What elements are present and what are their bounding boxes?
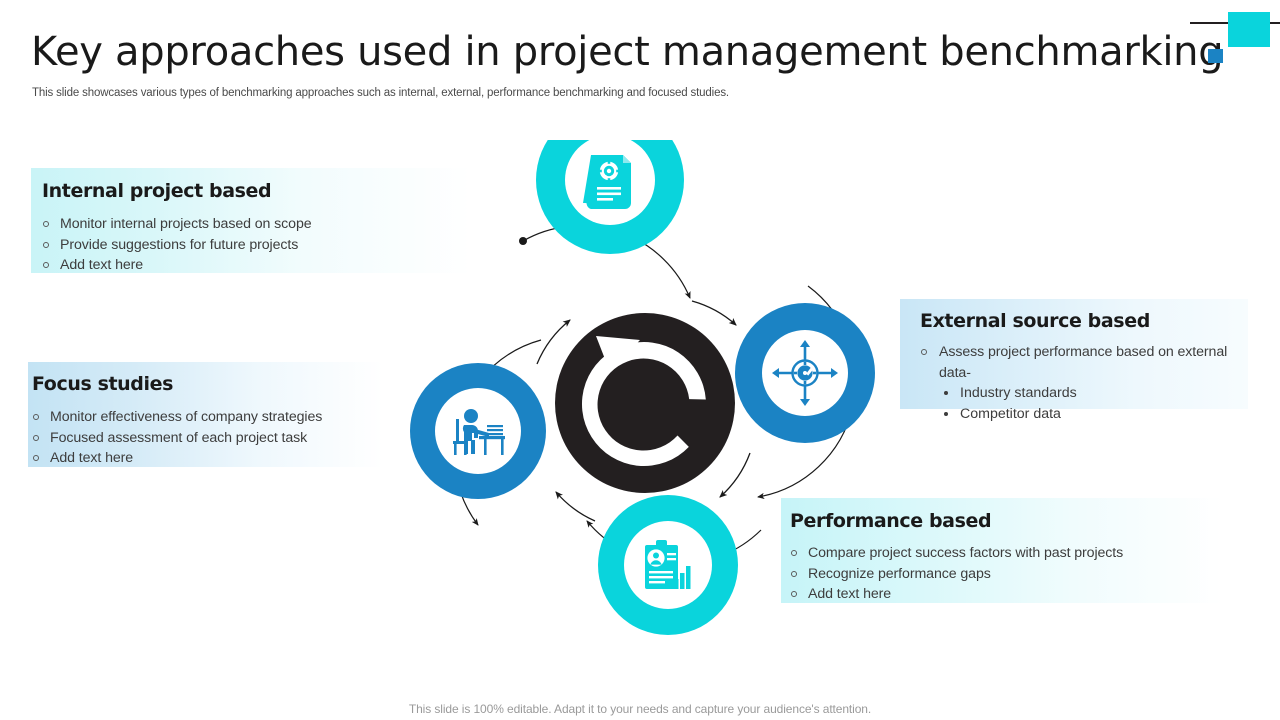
- list-item-label: Provide suggestions for future projects: [60, 236, 299, 253]
- list-item-label: Add text here: [808, 586, 892, 602]
- solid-bullet-icon: [944, 391, 948, 395]
- panel-internal-title: Internal project based: [42, 180, 272, 202]
- hollow-bullet-icon: [921, 349, 927, 355]
- person-desk-icon: [453, 409, 505, 455]
- blue-square-decoration: [1208, 49, 1223, 63]
- document-gear-icon: [583, 155, 631, 210]
- refresh-cycle-icon: [582, 336, 706, 467]
- panel-external-source-based: External source based Assess project per…: [900, 299, 1248, 422]
- sub-list-item: Competitor data: [940, 404, 1248, 425]
- list-item-label: Compare project success factors with pas…: [808, 545, 1124, 561]
- benchmarking-cycle-diagram: [380, 106, 910, 670]
- panel-performance-title: Performance based: [790, 510, 992, 532]
- page-subtitle: This slide showcases various types of be…: [32, 87, 729, 99]
- panel-focus-title: Focus studies: [32, 373, 174, 395]
- page-title: Key approaches used in project managemen…: [31, 29, 1224, 75]
- hollow-bullet-icon: [33, 434, 39, 441]
- hollow-bullet-icon: [791, 591, 797, 597]
- center-hub-circle: [555, 313, 735, 493]
- list-item: Provide suggestions for future projects: [42, 235, 471, 256]
- hollow-bullet-icon: [791, 570, 797, 577]
- target-expand-icon: [772, 340, 838, 406]
- list-item: Recognize performance gaps: [790, 564, 1223, 585]
- panel-performance-list: Compare project success factors with pas…: [790, 543, 1223, 605]
- clipboard-report-icon: [645, 540, 691, 589]
- diagram-node-left: [410, 363, 546, 499]
- list-item: Add text here: [790, 584, 1223, 605]
- inner-arrow-group: [536, 300, 751, 522]
- list-item-label: Assess project performance based on exte…: [939, 344, 1228, 381]
- diagram-center-hub: [555, 313, 735, 493]
- sub-list-item-label: Industry standards: [960, 385, 1077, 401]
- panel-external-title: External source based: [920, 310, 1150, 332]
- panel-external-sublist: Industry standards Competitor data: [940, 383, 1248, 424]
- list-item: Monitor effectiveness of company strateg…: [32, 407, 383, 428]
- hollow-bullet-icon: [791, 550, 797, 556]
- hollow-bullet-icon: [43, 262, 49, 268]
- panel-internal-project-based: Internal project based Monitor internal …: [31, 168, 471, 273]
- panel-performance-based: Performance based Compare project succes…: [781, 498, 1223, 603]
- diagram-node-top: [536, 106, 684, 254]
- panel-focus-studies: Focus studies Monitor effectiveness of c…: [28, 362, 383, 467]
- hollow-bullet-icon: [43, 241, 49, 248]
- sub-list-item-label: Competitor data: [960, 405, 1061, 422]
- list-item-label: Add text here: [50, 450, 134, 466]
- sub-list-item: Industry standards: [940, 383, 1248, 404]
- panel-focus-list: Monitor effectiveness of company strateg…: [32, 407, 383, 469]
- inner-arrow-top-right: [691, 300, 737, 326]
- footer-note: This slide is 100% editable. Adapt it to…: [408, 702, 872, 716]
- list-item: Compare project success factors with pas…: [790, 543, 1223, 564]
- list-item: Assess project performance based on exte…: [920, 342, 1248, 383]
- inner-arrow-left-top: [536, 319, 571, 365]
- list-item: Focused assessment of each project task: [32, 428, 383, 449]
- list-item-label: Recognize performance gaps: [808, 565, 991, 582]
- inner-arrow-bottom-left: [555, 491, 596, 522]
- list-item: Add text here: [42, 255, 471, 276]
- solid-bullet-icon: [944, 411, 948, 416]
- diagram-node-bottom: [598, 495, 738, 635]
- hollow-bullet-icon: [33, 455, 39, 461]
- cycle-arc-start-dot: [519, 237, 527, 245]
- panel-external-list: Assess project performance based on exte…: [920, 342, 1248, 383]
- list-item-label: Add text here: [60, 257, 144, 273]
- hollow-bullet-icon: [33, 414, 39, 420]
- list-item: Add text here: [32, 448, 383, 469]
- list-item-label: Monitor internal projects based on scope: [60, 216, 312, 232]
- hollow-bullet-icon: [43, 221, 49, 227]
- list-item: Monitor internal projects based on scope: [42, 214, 471, 235]
- cyan-square-decoration: [1228, 12, 1270, 47]
- list-item-label: Focused assessment of each project task: [50, 429, 308, 446]
- panel-internal-list: Monitor internal projects based on scope…: [42, 214, 471, 276]
- diagram-node-right: [735, 303, 875, 443]
- inner-arrow-right-bottom: [719, 452, 751, 498]
- list-item-label: Monitor effectiveness of company strateg…: [50, 409, 323, 425]
